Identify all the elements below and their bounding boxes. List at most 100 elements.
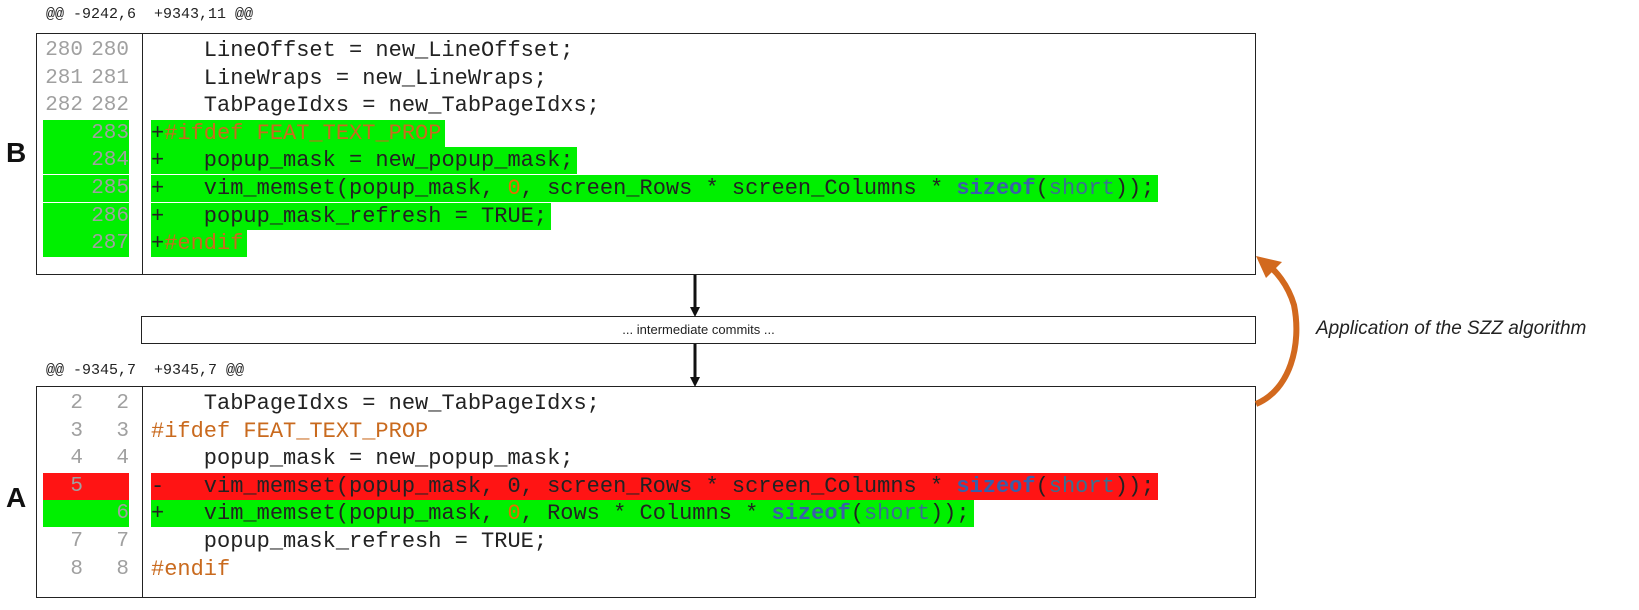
- new-line-number: 285: [91, 177, 129, 200]
- old-line-number: 280: [45, 39, 83, 62]
- code-token: +: [151, 120, 165, 146]
- new-line-number: 2: [116, 392, 129, 415]
- context-code-line: LineOffset = new_LineOffset;: [151, 37, 577, 64]
- code-token: ));: [1114, 176, 1155, 201]
- deleted-code-line: - vim_memset(popup_mask, 0, screen_Rows …: [151, 472, 1159, 500]
- code-token: 0: [507, 176, 521, 201]
- old-line-number: [43, 500, 83, 527]
- code-token: + vim_memset(popup_mask,: [151, 501, 508, 527]
- code-token: sizeof: [956, 176, 1036, 201]
- code-token: + popup_mask = new_popup_mask;: [151, 148, 574, 174]
- new-line-number: 280: [91, 39, 129, 62]
- new-line-number: 282: [91, 94, 129, 118]
- code-token: short: [1048, 176, 1115, 201]
- code-token: short: [863, 501, 930, 527]
- diff-line: 283 +#ifdef FEAT_TEXT_PROP: [37, 119, 1255, 147]
- context-code-line: popup_mask = new_popup_mask;: [151, 445, 577, 472]
- old-line-number: [43, 230, 83, 257]
- code-token: + popup_mask_refresh = TRUE;: [151, 203, 548, 229]
- code-token: sizeof: [956, 473, 1036, 499]
- szz-algorithm-label: Application of the SZZ algorithm: [1316, 318, 1587, 339]
- new-line-number: 3: [116, 419, 129, 443]
- szz-arrow-head: [1256, 256, 1282, 278]
- new-line-number: 6: [116, 502, 129, 526]
- old-line-number: 7: [70, 530, 83, 553]
- szz-curved-arrow: [1254, 259, 1300, 407]
- code-token: +: [151, 231, 165, 257]
- code-token: popup_mask_refresh = TRUE;: [151, 529, 548, 554]
- code-token: #endif: [151, 556, 231, 582]
- added-code-line: + vim_memset(popup_mask, 0, Rows * Colum…: [151, 500, 974, 528]
- new-line-number: [85, 473, 129, 500]
- code-token: 0: [507, 501, 521, 527]
- new-line-number: 8: [116, 557, 129, 581]
- gutter-highlight: [43, 119, 129, 147]
- old-line-number: [43, 203, 83, 230]
- new-line-number: 284: [91, 149, 129, 173]
- old-line-number: 3: [70, 419, 83, 443]
- new-line-number: 283: [91, 121, 129, 145]
- old-line-number: [43, 120, 83, 147]
- code-token: #ifdef FEAT_TEXT_PROP: [164, 120, 442, 146]
- added-code-line: +#ifdef FEAT_TEXT_PROP: [151, 119, 446, 147]
- top-hunk-header: @@ -9242,6 +9343,11 @@: [46, 6, 254, 23]
- gutter-highlight: [43, 472, 129, 500]
- code-token: (: [1035, 473, 1049, 499]
- code-token: #endif: [164, 231, 244, 257]
- code-token: (: [850, 501, 864, 527]
- code-token: popup_mask = new_popup_mask;: [151, 446, 574, 472]
- context-code-line: TabPageIdxs = new_TabPageIdxs;: [151, 390, 604, 417]
- bottom-hunk-header: @@ -9345,7 +9345,7 @@: [46, 362, 245, 379]
- diff-line: 284 + popup_mask = new_popup_mask;: [37, 147, 1255, 175]
- code-token: , screen_Rows * screen_Columns *: [520, 176, 957, 201]
- context-code-line: LineWraps = new_LineWraps;: [151, 65, 551, 92]
- gutter-highlight: [43, 175, 129, 202]
- added-code-line: +#endif: [151, 230, 248, 258]
- new-line-number: 287: [91, 232, 129, 256]
- diff-line: 282 282 TabPageIdxs = new_TabPageIdxs;: [37, 92, 1255, 119]
- intermediate-commits-box: ... intermediate commits ...: [141, 316, 1256, 344]
- added-code-line: + popup_mask_refresh = TRUE;: [151, 202, 552, 230]
- diff-line: 287 +#endif: [37, 230, 1255, 258]
- bottom-line-number-gutter: [37, 387, 143, 597]
- diff-line: 280 280 LineOffset = new_LineOffset;: [37, 37, 1255, 64]
- code-token: ));: [929, 501, 970, 527]
- gutter-highlight: [43, 500, 129, 528]
- code-token: ));: [1114, 473, 1155, 499]
- diff-line: 6 + vim_memset(popup_mask, 0, Rows * Colu…: [37, 500, 1255, 528]
- code-token: (: [1035, 176, 1049, 201]
- added-code-line: + popup_mask = new_popup_mask;: [151, 147, 578, 175]
- diff-line: 5- vim_memset(popup_mask, 0, screen_Rows…: [37, 472, 1255, 500]
- old-line-number: 4: [70, 447, 83, 471]
- gutter-highlight: [43, 202, 129, 230]
- diff-line: 2 2 TabPageIdxs = new_TabPageIdxs;: [37, 390, 1255, 417]
- code-token: LineWraps = new_LineWraps;: [151, 65, 548, 91]
- added-code-line: + vim_memset(popup_mask, 0, screen_Rows …: [151, 175, 1159, 202]
- code-token: - vim_memset(popup_mask, 0, screen_Rows …: [151, 473, 957, 499]
- old-line-number: 2: [70, 392, 83, 415]
- old-line-number: [43, 175, 83, 202]
- commit-label-b: B: [6, 137, 27, 168]
- context-code-line: #endif: [151, 556, 234, 583]
- new-line-number: 4: [116, 447, 129, 471]
- bottom-diff-panel: 2 2 TabPageIdxs = new_TabPageIdxs; 3 3 #ifde…: [36, 386, 1256, 598]
- code-token: sizeof: [771, 501, 851, 527]
- gutter-highlight: [43, 230, 129, 258]
- old-line-number: [43, 147, 83, 174]
- code-token: TabPageIdxs = new_TabPageIdxs;: [151, 93, 600, 119]
- old-line-number: 282: [45, 94, 83, 118]
- diff-line: 286+ popup_mask_refresh = TRUE;: [37, 202, 1255, 230]
- context-code-line: #ifdef FEAT_TEXT_PROP: [151, 418, 432, 445]
- context-code-line: popup_mask_refresh = TRUE;: [151, 528, 551, 555]
- old-line-number: 8: [70, 557, 83, 581]
- new-line-number: 281: [91, 66, 129, 90]
- diff-line: 8 8 #endif: [37, 556, 1255, 583]
- context-code-line: TabPageIdxs = new_TabPageIdxs;: [151, 92, 604, 119]
- code-token: #ifdef FEAT_TEXT_PROP: [151, 418, 429, 444]
- code-token: , Rows * Columns *: [520, 501, 772, 527]
- commit-label-a: A: [6, 482, 27, 513]
- code-token: LineOffset = new_LineOffset;: [151, 38, 574, 63]
